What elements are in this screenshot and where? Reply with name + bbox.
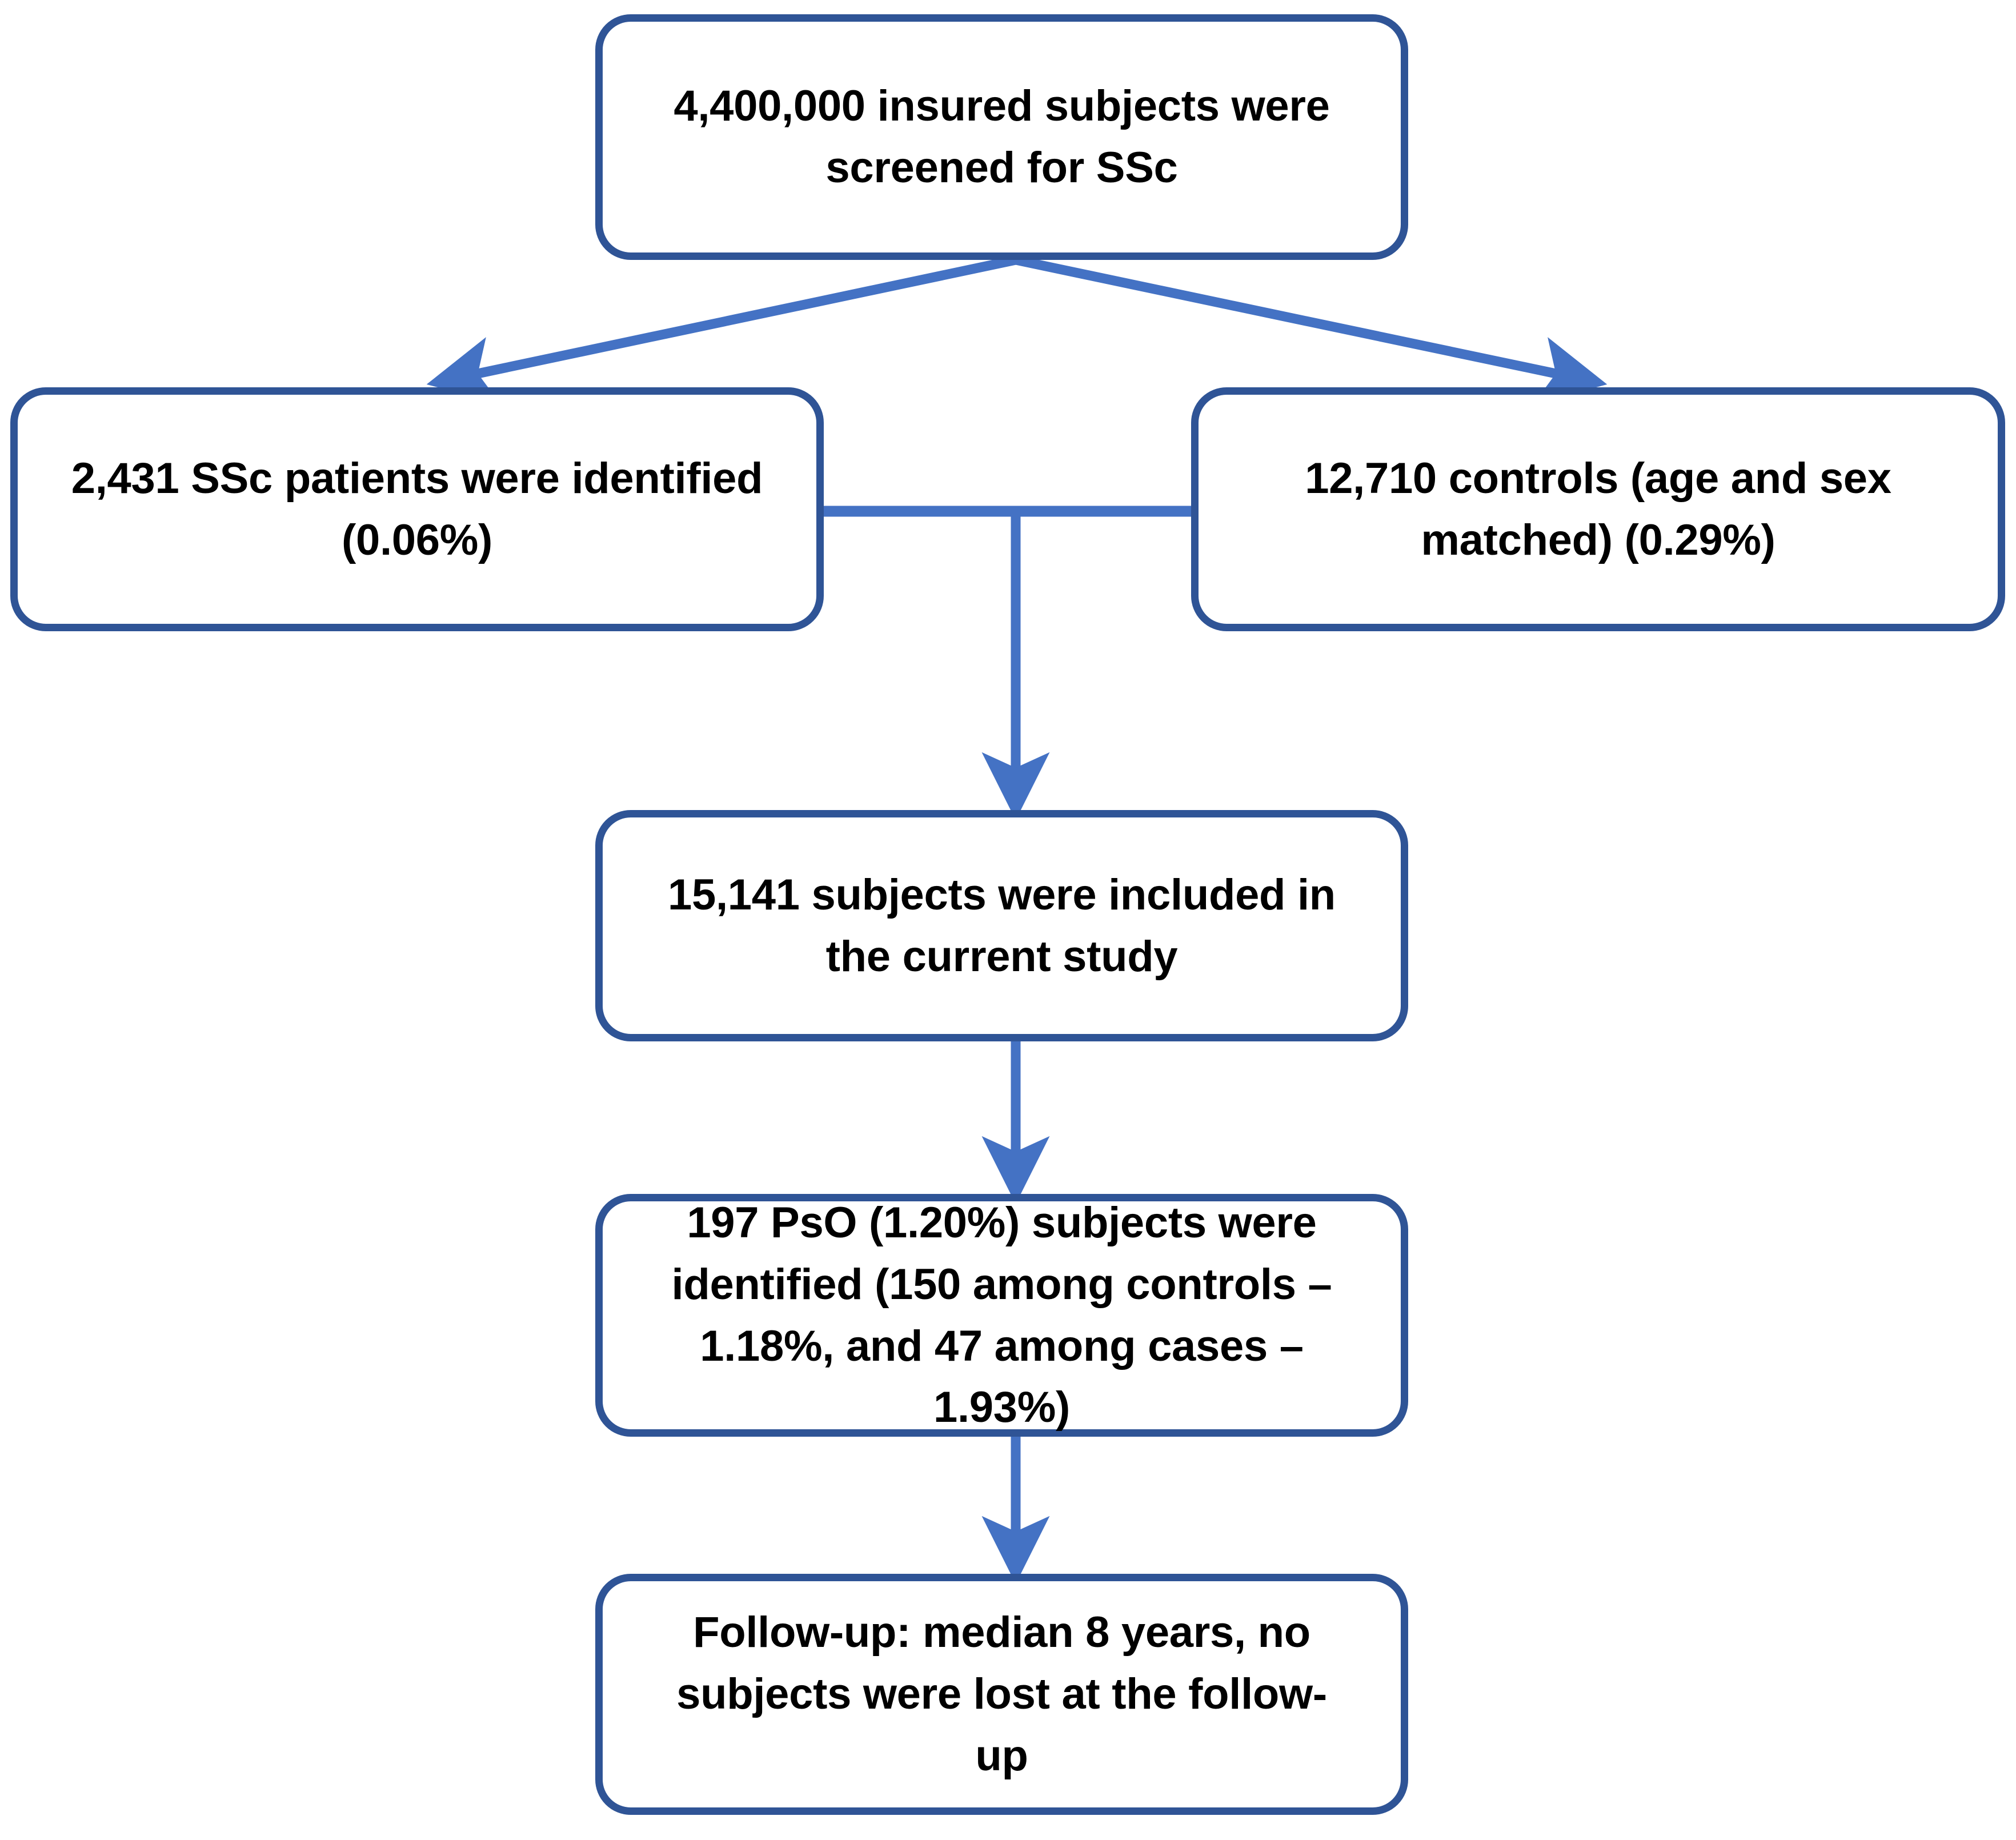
node-followup-label: Follow-up: median 8 years, no subjects w… (676, 1608, 1327, 1780)
node-included-subjects: 15,141 subjects were included in the cur… (595, 810, 1408, 1041)
node-followup: Follow-up: median 8 years, no subjects w… (595, 1574, 1408, 1815)
node-controls-label: 12,710 controls (age and sex matched) (0… (1305, 454, 1891, 564)
node-pso-identified-label: 197 PsO (1.20%) subjects were identified… (671, 1198, 1332, 1432)
edge-screened-to-cases (426, 255, 1017, 404)
node-included-subjects-label: 15,141 subjects were included in the cur… (668, 870, 1336, 981)
node-pso-identified: 197 PsO (1.20%) subjects were identified… (595, 1194, 1408, 1437)
node-screened-subjects-label: 4,400,000 insured subjects were screened… (674, 82, 1330, 192)
edge-screened-to-controls (1015, 255, 1608, 404)
node-screened-subjects: 4,400,000 insured subjects were screened… (595, 14, 1408, 260)
node-controls: 12,710 controls (age and sex matched) (0… (1191, 387, 2005, 631)
node-ssc-cases-label: 2,431 SSc patients were identified (0.06… (71, 454, 763, 564)
node-ssc-cases: 2,431 SSc patients were identified (0.06… (10, 387, 824, 631)
